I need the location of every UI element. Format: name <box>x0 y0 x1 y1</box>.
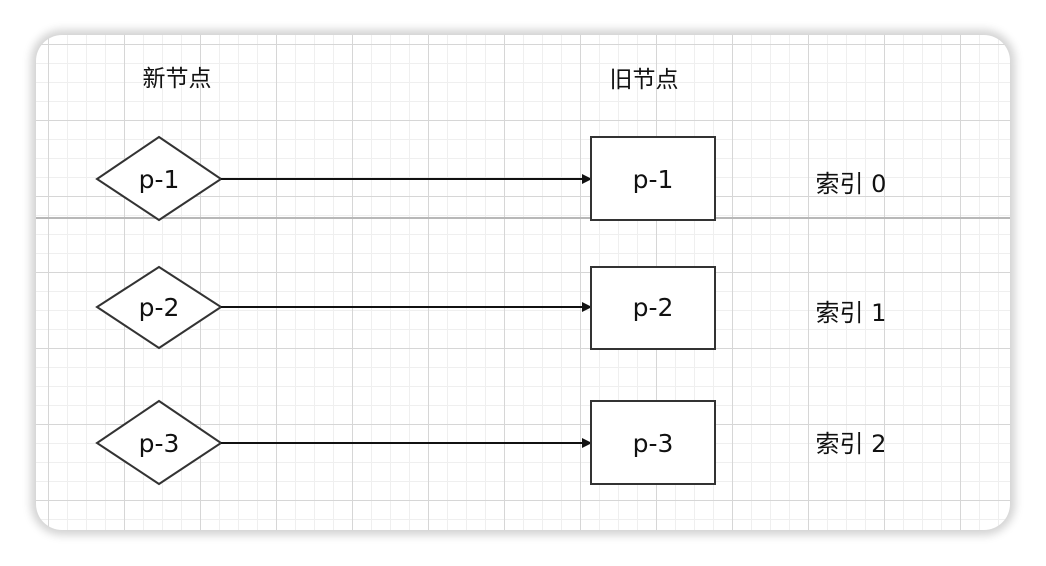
new-node-label: p-1 <box>139 165 180 194</box>
old-nodes-heading: 旧节点 <box>610 67 679 93</box>
index-label: 索引 1 <box>816 299 887 327</box>
new-node-diamond <box>95 135 223 222</box>
new-node-diamond <box>95 265 223 350</box>
old-node-label: p-3 <box>633 429 674 458</box>
new-nodes-heading: 新节点 <box>143 66 212 92</box>
new-node-label: p-2 <box>139 293 180 322</box>
old-node-label: p-2 <box>633 293 674 322</box>
mapping-row: p-2 p-2 索引 1 <box>95 265 887 350</box>
new-node-diamond <box>95 399 223 486</box>
mapping-row: p-3 p-3 索引 2 <box>95 399 887 486</box>
old-node-box <box>590 136 716 221</box>
new-node-label: p-3 <box>139 429 180 458</box>
index-label: 索引 2 <box>816 430 887 458</box>
old-node-label: p-1 <box>633 165 674 194</box>
old-node-box <box>590 400 716 485</box>
mapping-row: p-1 p-1 索引 0 <box>95 135 887 222</box>
old-node-box <box>590 266 716 350</box>
index-label: 索引 0 <box>816 170 887 198</box>
